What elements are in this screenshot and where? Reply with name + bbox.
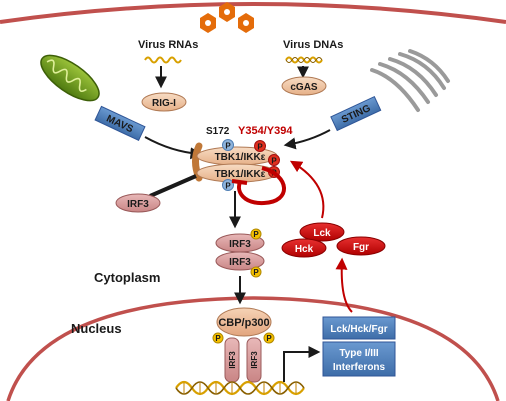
- fgr-node: [336, 236, 386, 256]
- ifn-gene-box-line1: Type I/III: [339, 348, 378, 359]
- rig-i-label: RIG-I: [152, 98, 176, 109]
- cbp-p300-node: [216, 307, 272, 337]
- dna-strand-2: [285, 57, 323, 63]
- ifn-gene-box-line2: Interferons: [333, 362, 386, 373]
- phospho-label: P: [225, 182, 231, 191]
- arrow-mavs-to-tbk1: [144, 136, 203, 160]
- phospho-irf3-top: [250, 228, 262, 240]
- mitochondrion-icon: [40, 54, 100, 102]
- nucleus-label: Nucleus: [71, 321, 122, 336]
- transcription-arrow: [283, 346, 321, 382]
- cell-membrane: [0, 2, 506, 24]
- nuclear-membrane: [6, 296, 500, 401]
- irf3-dimer-top-label: IRF3: [229, 239, 251, 250]
- rig-i-node: [141, 92, 187, 112]
- feedback-arrow-to-kinases: [335, 257, 353, 313]
- mavs-node: MAVS: [94, 105, 146, 141]
- arrow-sting-to-tbk1: [283, 129, 331, 150]
- lck-node: [299, 222, 345, 242]
- phospho-label: P: [271, 157, 277, 166]
- sting-node: STING: [330, 95, 382, 132]
- irf3-dimer-bottom-node: [215, 251, 265, 271]
- y354-y394-label: Y354/Y394: [238, 125, 293, 137]
- irf3-nuc-right-node: [246, 337, 262, 383]
- kinase-gene-box-label: Lck/Hck/Fgr: [330, 324, 387, 335]
- inhibition-bar: [231, 179, 248, 185]
- inhibition-loop: [237, 166, 286, 206]
- irf3-nuc-right-label: IRF3: [250, 351, 259, 369]
- phospho-y-top-2: [268, 154, 280, 166]
- feedback-arrow-to-tbk1: [289, 160, 325, 219]
- phospho-s172-bottom: [222, 179, 234, 191]
- virus-icon: [200, 2, 254, 33]
- cgas-label: cGAS: [290, 82, 318, 93]
- irf3-binding-line: [149, 174, 197, 198]
- phospho-label: P: [253, 230, 259, 239]
- phospho-y-top-1: [254, 140, 266, 152]
- virus-rnas-label: Virus RNAs: [138, 39, 198, 51]
- hck-label: Hck: [295, 244, 314, 255]
- fgr-label: Fgr: [353, 242, 369, 253]
- irf3-dimer-bottom-label: IRF3: [229, 257, 251, 268]
- irf3-left-node: [115, 193, 161, 213]
- phospho-label: P: [225, 142, 231, 151]
- phospho-irf3-bottom: [250, 266, 262, 278]
- irf3-left-label: IRF3: [127, 199, 149, 210]
- er-icon: [370, 49, 450, 112]
- phospho-label: P: [215, 334, 221, 343]
- irf3-nuc-left-label: IRF3: [228, 351, 237, 369]
- phospho-nuc-left: [212, 332, 224, 344]
- kinase-gene-box: [322, 316, 396, 340]
- cbp-p300-label: CBP/p300: [218, 317, 269, 329]
- dna-helix: [175, 380, 305, 396]
- phospho-s172-top: [222, 139, 234, 151]
- phospho-label: P: [257, 143, 263, 152]
- ifn-gene-box: [322, 341, 396, 377]
- tbk1-top-label: TBK1/IKKε: [215, 152, 266, 163]
- tbk1-bottom-label: TBK1/IKKε: [215, 169, 266, 180]
- hck-node: [281, 238, 327, 258]
- phospho-label: P: [253, 268, 259, 277]
- lck-label: Lck: [313, 228, 331, 239]
- cgas-node: [281, 76, 327, 96]
- rna-strand: [144, 56, 182, 64]
- cytoplasm-label: Cytoplasm: [94, 270, 160, 285]
- phospho-label: P: [266, 334, 272, 343]
- virus-dnas-label: Virus DNAs: [283, 39, 343, 51]
- phospho-nuc-right: [263, 332, 275, 344]
- s172-label: S172: [206, 126, 230, 137]
